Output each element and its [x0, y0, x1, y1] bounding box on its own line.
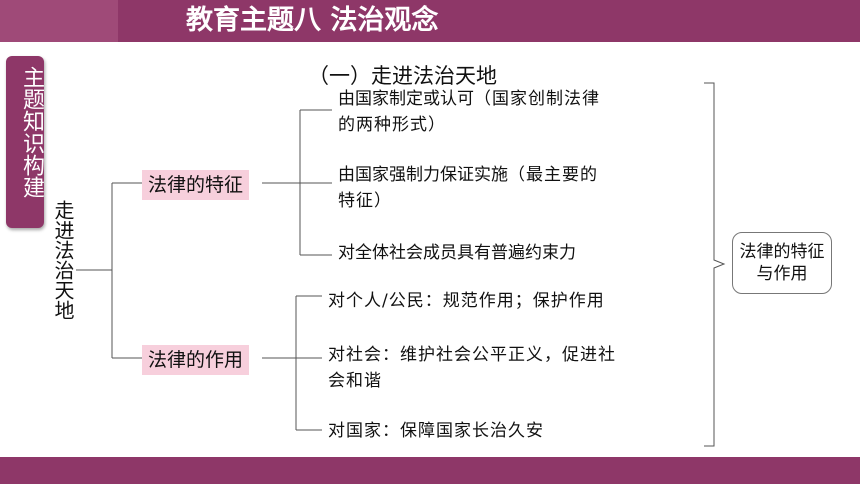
mindmap-root: 走进法治天地	[51, 200, 75, 320]
footer-bar	[0, 457, 860, 484]
leaf-note-cont: 特征）	[338, 191, 392, 211]
leaf-for-individual: 对个人/公民：规范作用；保护作用	[328, 288, 688, 314]
leaf-note: （最主要的	[508, 165, 598, 185]
leaf-text: 由国家制定或认可	[338, 89, 474, 109]
header-bar: 教育主题八 法治观念	[0, 0, 860, 42]
branch-legal-features: 法律的特征	[142, 170, 250, 200]
leaf-enacted-by-state: 由国家制定或认可（国家创制法律 的两种形式）	[338, 86, 683, 138]
leaf-enforced-by-state: 由国家强制力保证实施（最主要的 特征）	[338, 162, 683, 214]
leaf-text: 对社会：维护社会公平正义，促进社	[328, 345, 616, 365]
leaf-text: 由国家强制力保证实施	[338, 165, 508, 185]
leaf-universal-binding: 对全体社会成员具有普遍约束力	[338, 240, 683, 266]
leaf-text: 对全体社会成员具有普遍约束力	[338, 243, 576, 263]
header-accent	[0, 0, 118, 42]
branch-legal-functions: 法律的作用	[142, 345, 250, 375]
leaf-for-nation: 对国家：保障国家长治久安	[328, 418, 688, 444]
leaf-text: 对个人/公民：规范作用；保护作用	[328, 291, 605, 311]
page-title: 教育主题八 法治观念	[186, 5, 439, 36]
summary-box: 法律的特征与作用	[732, 232, 832, 294]
sidebar-tab-label: 主题知识构建	[19, 66, 44, 198]
section-title: （一）走进法治天地	[308, 64, 497, 88]
leaf-text: 对国家：保障国家长治久安	[328, 421, 544, 441]
leaf-text-cont: 会和谐	[328, 371, 382, 391]
right-brace	[704, 82, 726, 447]
leaf-note-cont: 的两种形式）	[338, 115, 446, 135]
leaf-note: （国家创制法律	[474, 89, 600, 109]
leaf-for-society: 对社会：维护社会公平正义，促进社 会和谐	[328, 342, 688, 394]
sidebar-tab[interactable]: 主题知识构建	[6, 56, 44, 228]
summary-text: 法律的特征与作用	[739, 242, 825, 284]
